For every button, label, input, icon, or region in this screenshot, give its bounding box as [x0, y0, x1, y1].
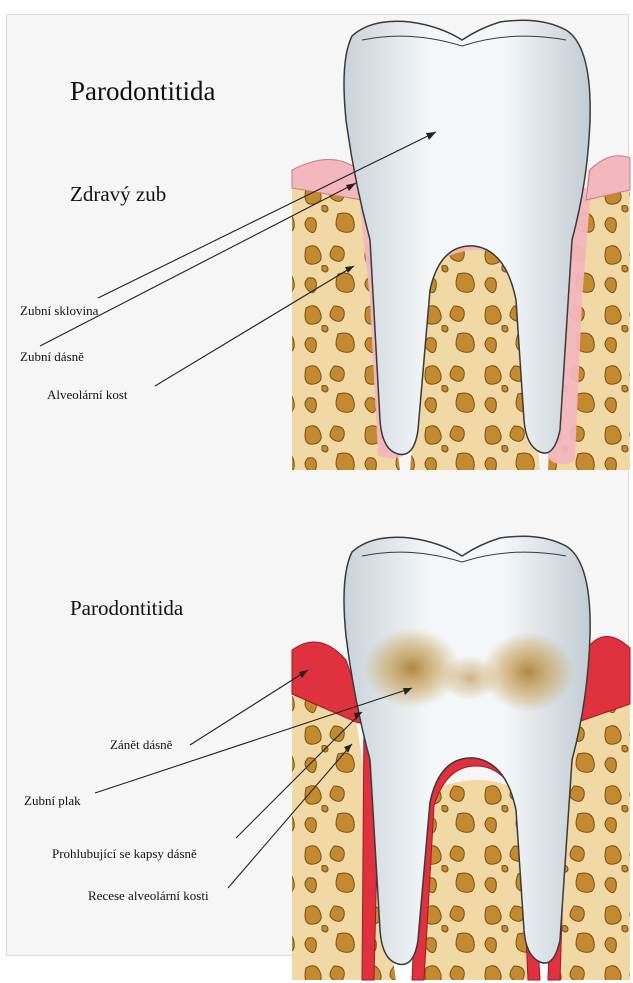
label-enamel: Zubní sklovina	[20, 303, 98, 319]
label-gum-inflammation: Zánět dásně	[110, 737, 172, 753]
periodontitis-heading: Parodontitida	[70, 596, 183, 621]
label-alveolar-bone: Alveolární kost	[47, 387, 128, 403]
healthy-tooth-illustration	[292, 20, 630, 470]
diagram-title: Parodontitida	[70, 76, 215, 107]
healthy-heading: Zdravý zub	[70, 182, 166, 207]
pointer-inflamed-gum	[190, 670, 308, 745]
label-bone-recession: Recese alveolární kosti	[88, 888, 209, 904]
label-gum-pockets: Prohlubující se kapsy dásně	[52, 846, 197, 862]
label-plaque: Zubní plak	[24, 793, 81, 809]
label-gum: Zubní dásně	[20, 349, 84, 365]
periodontitis-tooth-illustration	[292, 536, 630, 980]
